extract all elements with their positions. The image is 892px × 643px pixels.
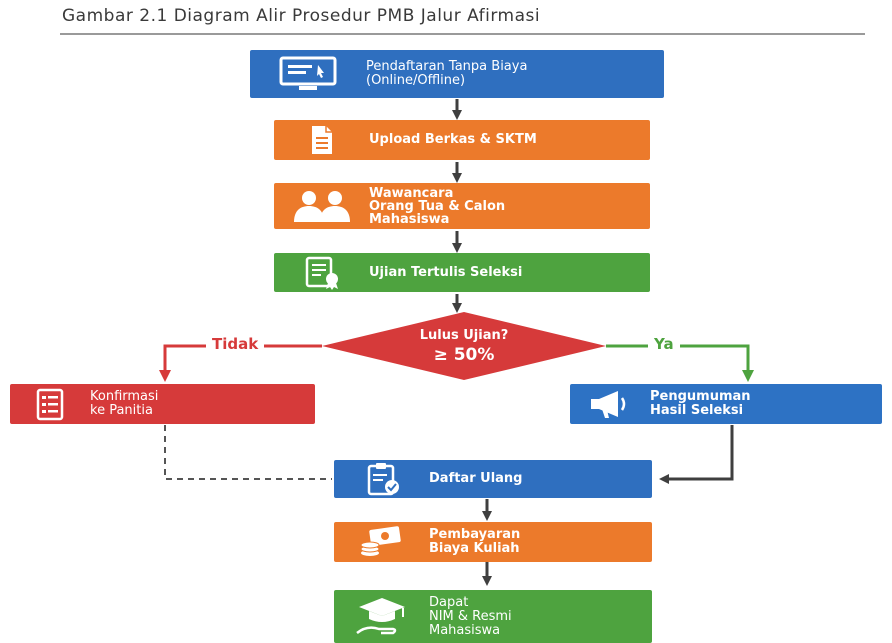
payment-step: Pembayaran Biaya Kuliah — [334, 522, 652, 562]
graduation-cap-icon — [334, 595, 429, 639]
re-registration-step: Daftar Ulang — [334, 460, 652, 498]
registration-step: Pendaftaran Tanpa Biaya (Online/Offline) — [250, 50, 664, 98]
announcement-label: Pengumuman Hasil Seleksi — [650, 389, 751, 418]
megaphone-icon — [570, 388, 650, 420]
confirm-committee-step: Konfirmasi ke Panitia — [10, 384, 315, 424]
clipboard-check-icon — [334, 462, 429, 496]
re-registration-label: Daftar Ulang — [429, 471, 523, 486]
dashed-confirm-to-reregistration — [164, 425, 332, 480]
arrow-decision-no — [159, 344, 322, 382]
confirm-committee-label: Konfirmasi ke Panitia — [90, 389, 159, 418]
registration-label: Pendaftaran Tanpa Biaya (Online/Offline) — [366, 59, 528, 88]
computer-monitor-icon — [250, 55, 366, 93]
upload-label: Upload Berkas & SKTM — [369, 132, 537, 147]
decision-diamond — [322, 312, 606, 380]
written-test-label: Ujian Tertulis Seleksi — [369, 264, 523, 280]
payment-label: Pembayaran Biaya Kuliah — [429, 527, 521, 556]
interview-step: Wawancara Orang Tua & Calon Mahasiswa — [274, 183, 650, 229]
nim-label: Dapat NIM & Resmi Mahasiswa — [429, 594, 512, 638]
interview-label: Wawancara Orang Tua & Calon Mahasiswa — [369, 185, 506, 227]
nim-step: Dapat NIM & Resmi Mahasiswa — [334, 590, 652, 643]
decision-question: Lulus Ujian? — [419, 328, 509, 343]
decision-threshold: ≥ 50% — [433, 345, 495, 365]
figure-title: Gambar 2.1 Diagram Alir Prosedur PMB Jal… — [62, 6, 541, 26]
title-divider — [60, 33, 865, 35]
upload-step: Upload Berkas & SKTM — [274, 120, 650, 160]
written-test-step: Ujian Tertulis Seleksi — [274, 253, 650, 292]
certificate-icon — [274, 256, 369, 290]
arrow-announcement-reregistration — [659, 425, 734, 484]
branch-yes-label: Ya — [648, 335, 680, 353]
people-icon — [274, 188, 369, 224]
checklist-icon — [10, 387, 90, 421]
document-icon — [274, 124, 369, 156]
announcement-step: Pengumuman Hasil Seleksi — [570, 384, 882, 424]
branch-no-label: Tidak — [206, 335, 265, 353]
money-icon — [334, 525, 429, 559]
